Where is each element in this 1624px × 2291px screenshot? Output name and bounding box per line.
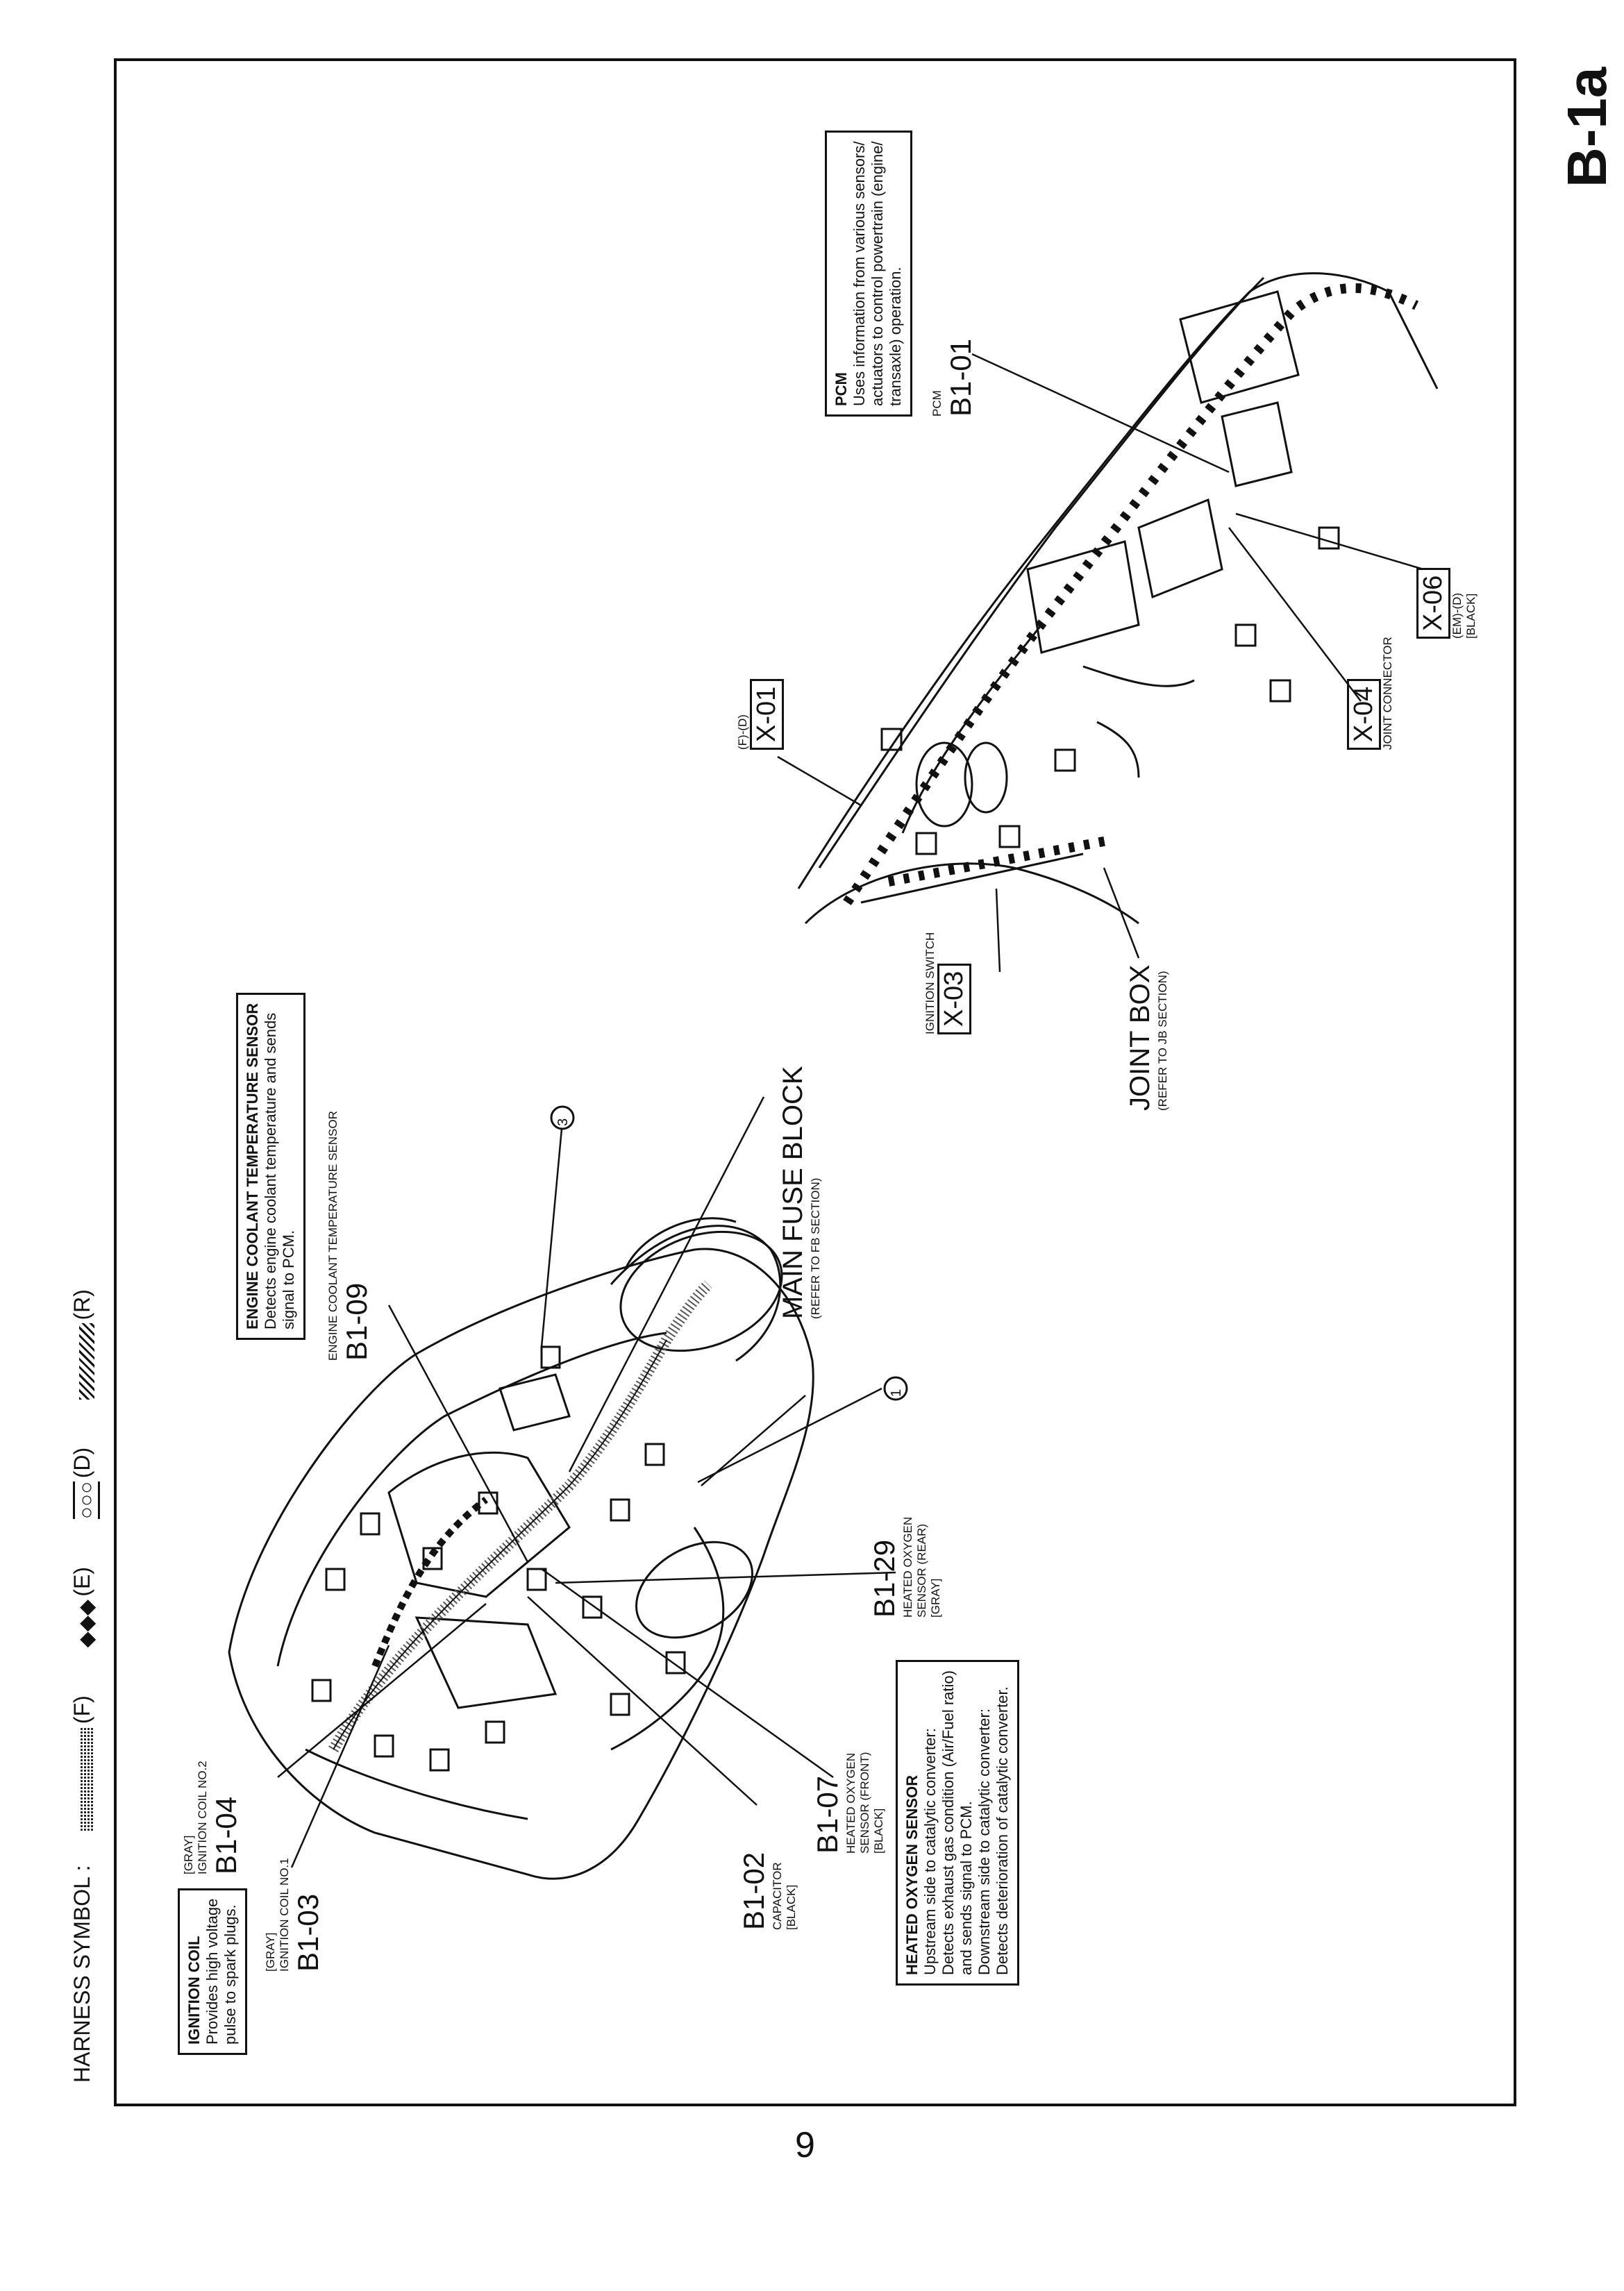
- label-x-03: IGNITION SWITCH X-03: [923, 932, 971, 1034]
- b1-07-desc: HEATED OXYGEN: [844, 1752, 857, 1854]
- note-ignition-coil-line: Provides high voltage: [203, 1898, 221, 2045]
- joint-box-label: JOINT BOX: [1125, 964, 1155, 1111]
- x-01-code: X-01: [750, 678, 784, 750]
- callout-1-circle: [883, 1376, 908, 1401]
- label-main-fuse-block: MAIN FUSE BLOCK (REFER TO FB SECTION): [778, 1066, 823, 1319]
- b1-07-code: B1-07: [811, 1775, 844, 1854]
- note-heated-o2-line: Upstream side to catalytic converter:: [921, 1728, 939, 1975]
- x-04-desc: JOINT CONNECTOR: [1381, 637, 1394, 750]
- note-ect-sensor: ENGINE COOLANT TEMPERATURE SENSOR Detect…: [236, 992, 305, 1340]
- x-03-code: X-03: [937, 963, 971, 1034]
- b1-03-desc: IGNITION COIL NO.1: [278, 1858, 291, 1972]
- page-frame: [114, 58, 1516, 2106]
- label-b1-07: B1-07 HEATED OXYGEN SENSOR (FRONT) [BLAC…: [811, 1752, 886, 1854]
- main-fuse-block-label: MAIN FUSE BLOCK: [778, 1066, 808, 1319]
- note-pcm: PCM Uses information from various sensor…: [825, 131, 912, 417]
- x-06-desc: (EM)-(D): [1450, 592, 1464, 639]
- label-x-06: X-06 (EM)-(D) [BLACK]: [1416, 567, 1478, 639]
- b1-03-color: [GRAY]: [264, 1932, 277, 1972]
- callout-1: 1: [889, 1388, 904, 1397]
- note-pcm-line: Uses information from various sensors/: [851, 141, 868, 406]
- b1-02-color: [BLACK]: [785, 1884, 798, 1930]
- note-ect-title: ENGINE COOLANT TEMPERATURE SENSOR: [244, 1002, 261, 1329]
- note-ect-line: Detects engine coolant temperature and s…: [262, 1012, 279, 1329]
- label-x-01: (F)-(D) X-01: [736, 678, 784, 750]
- b1-04-desc: IGNITION COIL NO.2: [196, 1761, 209, 1874]
- page-number: 9: [795, 2125, 815, 2165]
- label-b1-03: [GRAY] IGNITION COIL NO.1 B1-03: [264, 1858, 325, 1972]
- b1-29-code: B1-29: [868, 1539, 901, 1618]
- note-pcm-line: actuators to control powertrain (engine/: [869, 141, 886, 406]
- b1-01-code: B1-01: [944, 338, 977, 417]
- b1-07-color: [BLACK]: [872, 1808, 885, 1854]
- b1-29-desc: SENSOR (REAR): [915, 1523, 928, 1618]
- note-heated-o2-title: HEATED OXYGEN SENSOR: [903, 1774, 921, 1975]
- label-b1-01: PCM B1-01: [930, 339, 978, 417]
- b1-29-desc: HEATED OXYGEN: [901, 1516, 914, 1618]
- b1-03-code: B1-03: [292, 1893, 324, 1972]
- note-ect-line: signal to PCM.: [280, 1230, 297, 1329]
- b1-29-color: [GRAY]: [929, 1578, 942, 1618]
- note-heated-o2-line: Downstream side to catalytic converter:: [976, 1709, 993, 1975]
- note-pcm-line: transaxle) operation.: [887, 267, 904, 406]
- note-ignition-coil-title: IGNITION COIL: [185, 1936, 203, 2045]
- b1-02-code: B1-02: [737, 1852, 770, 1930]
- callout-3: 3: [555, 1118, 571, 1126]
- main-fuse-block-ref: (REFER TO FB SECTION): [809, 1177, 822, 1319]
- note-heated-o2-line: and sends signal to PCM.: [957, 1801, 975, 1975]
- x-04-code: X-04: [1347, 678, 1381, 750]
- b1-09-code: B1-09: [340, 1282, 373, 1361]
- note-heated-oxygen-sensor: HEATED OXYGEN SENSOR Upstream side to ca…: [896, 1660, 1019, 1986]
- note-pcm-title: PCM: [832, 372, 850, 406]
- note-heated-o2-line: Detects deterioration of catalytic conve…: [994, 1686, 1011, 1975]
- b1-04-color: [GRAY]: [182, 1835, 195, 1874]
- b1-07-desc: SENSOR (FRONT): [858, 1752, 871, 1854]
- label-b1-29: B1-29 HEATED OXYGEN SENSOR (REAR) [GRAY]: [868, 1517, 943, 1618]
- callout-3-circle: [550, 1105, 575, 1130]
- b1-04-code: B1-04: [210, 1796, 242, 1874]
- label-b1-04: [GRAY] IGNITION COIL NO.2 B1-04: [182, 1761, 243, 1874]
- b1-01-desc: PCM: [930, 390, 944, 417]
- note-heated-o2-line: Detects exhaust gas condition (Air/Fuel …: [939, 1670, 957, 1975]
- b1-02-desc: CAPACITOR: [771, 1862, 784, 1930]
- label-b1-09: ENGINE COOLANT TEMPERATURE SENSOR B1-09: [326, 1111, 374, 1361]
- note-ignition-coil: IGNITION COIL Provides high voltage puls…: [178, 1888, 247, 2055]
- b1-09-desc: ENGINE COOLANT TEMPERATURE SENSOR: [326, 1111, 340, 1361]
- label-b1-02: B1-02 CAPACITOR [BLACK]: [737, 1852, 798, 1930]
- note-ignition-coil-line: pulse to spark plugs.: [221, 1904, 239, 2045]
- label-joint-box: JOINT BOX (REFER TO JB SECTION): [1125, 965, 1170, 1111]
- x-06-color: [BLACK]: [1464, 593, 1477, 639]
- label-x-04: X-04 JOINT CONNECTOR: [1347, 637, 1395, 750]
- x-01-desc: (F)-(D): [736, 714, 749, 750]
- x-03-desc: IGNITION SWITCH: [923, 932, 937, 1034]
- x-06-code: X-06: [1416, 567, 1450, 639]
- joint-box-ref: (REFER TO JB SECTION): [1156, 971, 1169, 1111]
